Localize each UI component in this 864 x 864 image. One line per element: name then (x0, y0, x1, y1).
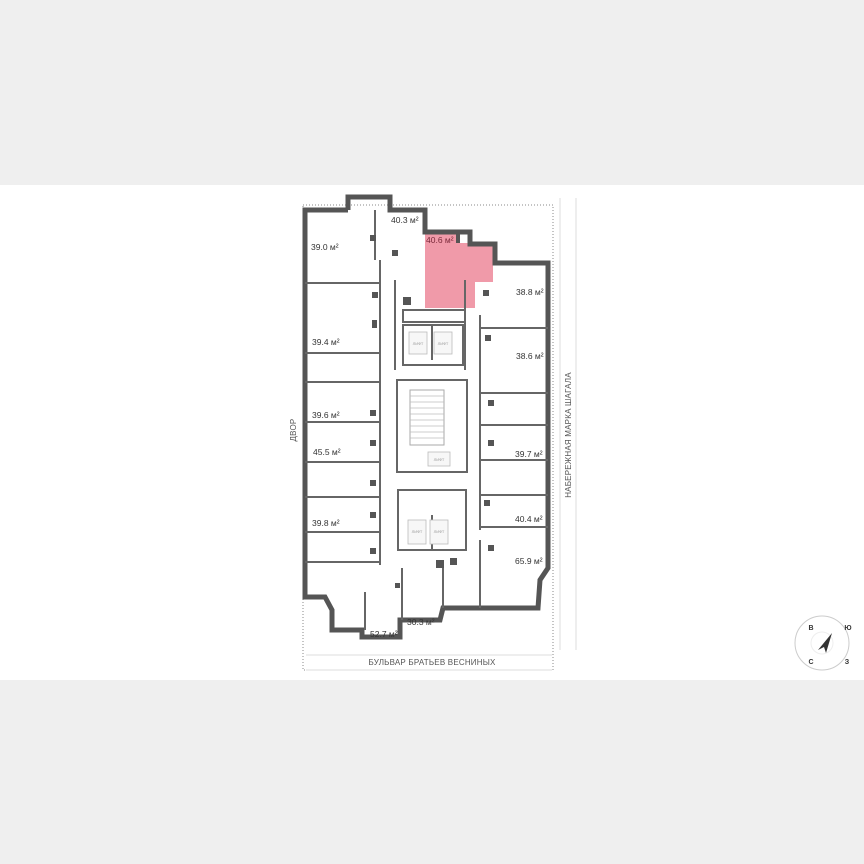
lift-label: ЛИФТ (434, 529, 445, 534)
apartment-area-label[interactable]: 39.0 м² (311, 242, 339, 252)
lift-label: ЛИФТ (438, 341, 449, 346)
apartment-area-label[interactable]: 39.4 м² (312, 337, 340, 347)
apartment-area-label[interactable]: 45.5 м² (313, 447, 341, 457)
apartment-area-label[interactable]: 39.8 м² (312, 518, 340, 528)
label-embankment: НАБЕРЕЖНАЯ МАРКА ШАГАЛА (564, 372, 573, 498)
utility-shafts (370, 233, 494, 588)
lift-label: ЛИФТ (434, 457, 445, 462)
compass: В Ю С З (794, 615, 852, 671)
apartment-area-label[interactable]: 38.6 м² (516, 351, 544, 361)
apartment-labels: 40.3 м² 39.0 м² 40.6 м² 38.8 м² 39.4 м² … (311, 215, 544, 639)
apartment-area-label[interactable]: 39.6 м² (312, 410, 340, 420)
compass-label: Ю (844, 625, 851, 632)
lift-label: ЛИФТ (413, 341, 424, 346)
apartment-area-label-selected[interactable]: 40.6 м² (426, 235, 454, 245)
label-courtyard: ДВОР (289, 419, 298, 442)
apartment-area-label[interactable]: 52.7 м² (370, 629, 398, 639)
outer-wall (302, 194, 551, 640)
apartment-selected-40-6[interactable] (425, 233, 493, 308)
lift-label: ЛИФТ (412, 529, 423, 534)
apartment-area-label[interactable]: 38.8 м² (516, 287, 544, 297)
apartment-area-label[interactable]: 39.7 м² (515, 449, 543, 459)
apartment-area-label[interactable]: 65.9 м² (515, 556, 543, 566)
lifts: ЛИФТ ЛИФТ ЛИФТ ЛИФТ ЛИФТ (407, 331, 453, 545)
apartment-area-label[interactable]: 40.4 м² (515, 514, 543, 524)
compass-label: С (808, 659, 813, 666)
apartment-area-label[interactable]: 40.3 м² (391, 215, 419, 225)
label-boulevard: БУЛЬВАР БРАТЬЕВ ВЕСНИНЫХ (368, 658, 496, 667)
staircase (409, 389, 445, 446)
compass-arrow-icon (818, 633, 832, 653)
compass-label: В (808, 625, 813, 632)
compass-label: З (845, 659, 850, 666)
apartment-area-label[interactable]: 30.3 м² (407, 617, 435, 627)
